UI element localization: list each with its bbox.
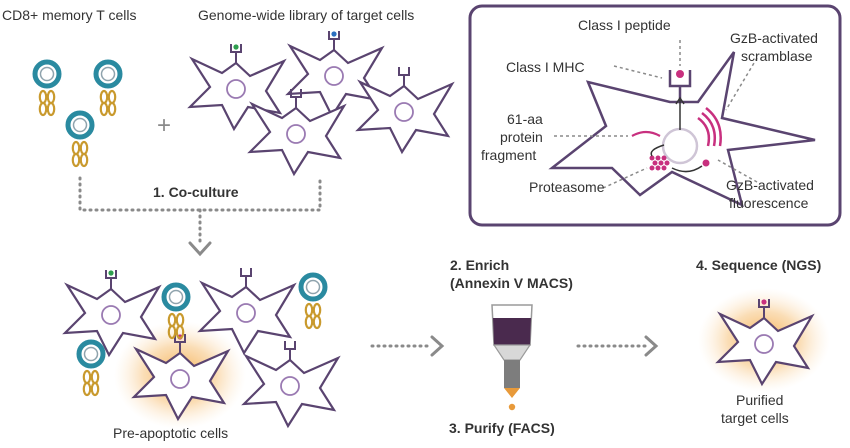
label-co-culture: 1. Co-culture (153, 184, 239, 200)
target-cell (356, 65, 454, 154)
label-enrich-line2: (Annexin V MACS) (450, 275, 573, 291)
protein-fragment-icon (631, 130, 661, 137)
label-fragment-line3: fragment (481, 147, 536, 163)
t-cell (96, 62, 120, 115)
label-fluorescence-line1: GzB-activated (726, 177, 814, 193)
label-enrich-line1: 2. Enrich (450, 257, 509, 273)
label-pre-apoptotic: Pre-apoptotic cells (113, 425, 228, 441)
label-purified-line2: target cells (721, 410, 789, 426)
label-sequence: 4. Sequence (NGS) (696, 257, 821, 273)
label-purify: 3. Purify (FACS) (449, 420, 555, 436)
peptide-icon (676, 70, 684, 78)
target-cell (286, 29, 384, 118)
target-cell (63, 268, 161, 357)
t-cell (35, 62, 59, 115)
t-cell (301, 275, 325, 328)
label-fluorescence-line2: fluorescence (729, 195, 809, 211)
macs-column-icon (491, 304, 533, 411)
t-cell (79, 342, 103, 395)
inset-target-cell (548, 51, 816, 208)
label-scramblase-line2: scramblase (741, 48, 813, 64)
label-library: Genome-wide library of target cells (198, 7, 414, 23)
purified-target-cell (716, 297, 814, 386)
inset-leader-lines (554, 40, 758, 189)
label-memory-t-cells: CD8+ memory T cells (2, 7, 136, 23)
label-fragment-line2: protein (500, 129, 543, 145)
nucleus (661, 127, 699, 165)
scramblase-icon (697, 107, 722, 147)
t-cell (68, 113, 92, 166)
proteasome-icon (649, 155, 670, 171)
label-scramblase-line1: GzB-activated (730, 30, 818, 46)
target-cell (242, 339, 340, 428)
plus-sign: + (157, 112, 171, 139)
arrowhead (430, 335, 445, 357)
label-fragment-line1: 61-aa (507, 111, 543, 127)
down-arrowhead (188, 241, 212, 257)
label-class-i-mhc: Class I MHC (506, 59, 585, 75)
target-cell (188, 42, 286, 131)
co-culture-connector (78, 176, 322, 247)
label-class-i-peptide: Class I peptide (578, 17, 671, 33)
label-purified-line1: Purified (736, 392, 783, 408)
arrowhead (644, 335, 659, 357)
label-proteasome: Proteasome (529, 179, 605, 195)
